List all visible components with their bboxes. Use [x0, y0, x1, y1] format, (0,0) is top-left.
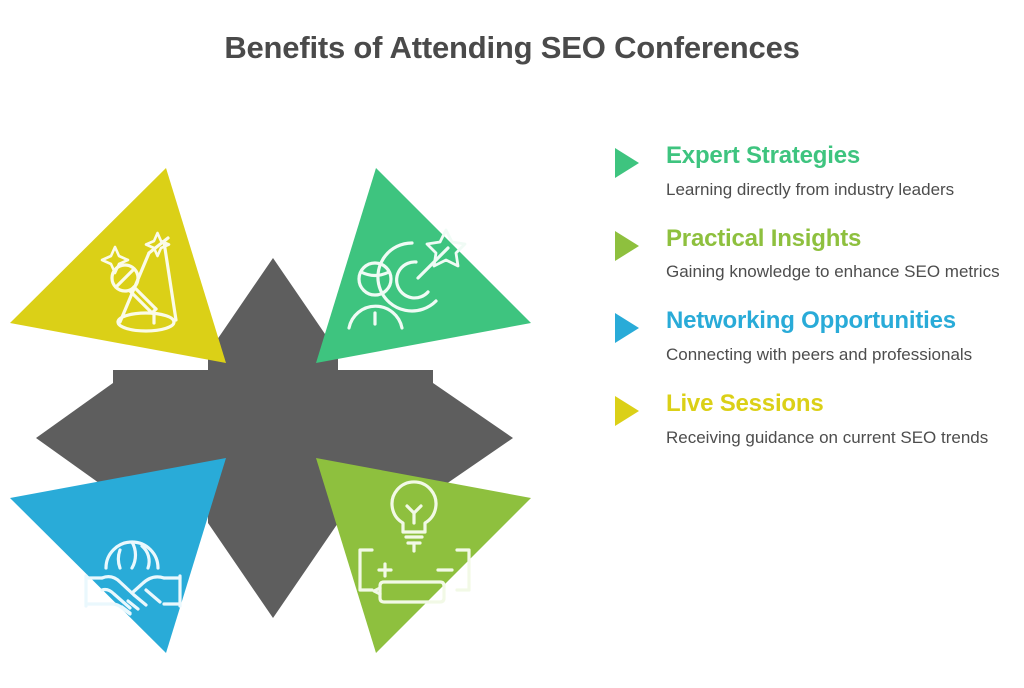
list-item-heading: Live Sessions — [666, 390, 824, 418]
microphone-spotlight-icon — [100, 231, 178, 333]
list-item[interactable]: Expert Strategies Learning directly from… — [608, 142, 1020, 202]
wedge-live-sessions — [10, 168, 226, 363]
list-item-description: Connecting with peers and professionals — [666, 345, 973, 365]
wedge-expert-strategies — [316, 168, 531, 363]
wedge-networking — [10, 458, 226, 653]
triangle-bullet-icon — [615, 396, 639, 427]
wedge-practical-insights — [316, 458, 531, 653]
triangle-bullet-icon — [615, 148, 639, 178]
expert-person-star-icon — [347, 228, 467, 330]
list-item-heading: Expert Strategies — [666, 142, 861, 169]
lightbulb-battery-icon — [358, 480, 471, 604]
list-item-description: Receiving guidance on current SEO trends — [666, 427, 989, 447]
list-item[interactable]: Live Sessions Receiving guidance on curr… — [608, 390, 1020, 450]
list-item-heading: Networking Opportunities — [666, 307, 956, 335]
list-item-description: Gaining knowledge to enhance SEO metrics — [666, 262, 1000, 282]
center-cross-shape — [36, 258, 513, 618]
infographic-diagram — [8, 138, 548, 683]
list-item-heading: Practical Insights — [666, 224, 862, 252]
triangle-bullet-icon — [615, 230, 639, 261]
list-item[interactable]: Networking Opportunities Connecting with… — [608, 307, 1020, 367]
handshake-globe-icon — [84, 540, 182, 616]
list-item-description: Learning directly from industry leaders — [666, 179, 955, 199]
page-title: Benefits of Attending SEO Conferences — [224, 30, 800, 65]
benefits-list: Expert Strategies Learning directly from… — [608, 142, 1020, 450]
list-item[interactable]: Practical Insights Gaining knowledge to … — [608, 225, 1020, 285]
triangle-bullet-icon — [615, 313, 639, 344]
